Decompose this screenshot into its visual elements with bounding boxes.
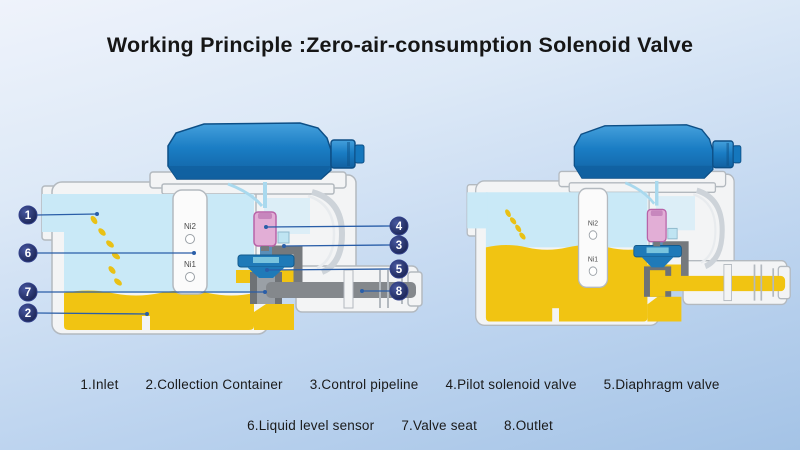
- svg-text:2: 2: [25, 308, 31, 320]
- pilot-solenoid-valve: [253, 211, 277, 251]
- callout-7-badge: [18, 282, 38, 302]
- sensor-lower-electrode: [588, 266, 598, 276]
- legend-item-inlet: 1.Inlet: [80, 377, 119, 392]
- legend-item-valve-seat: 7.Valve seat: [401, 418, 478, 433]
- coil-connector: [712, 140, 734, 169]
- callout-1-badge: [18, 205, 38, 225]
- outlet-bore: [266, 282, 416, 298]
- legend-item-diaphragm-valve: 5.Diaphragm valve: [603, 377, 720, 392]
- sensor-lower-label: Ni1: [588, 254, 598, 263]
- inlet-droplets: [505, 209, 526, 240]
- sensor-upper-label: Ni2: [588, 218, 598, 227]
- collected-liquid: [485, 245, 648, 322]
- callout-6-badge: [18, 243, 38, 263]
- callout-2-collection-container: 2: [18, 303, 149, 323]
- sensor-upper-label: Ni2: [184, 222, 197, 231]
- svg-text:3: 3: [396, 240, 402, 252]
- legend-item-outlet: 8.Outlet: [504, 418, 553, 433]
- pipeline-port: [667, 227, 678, 240]
- sensor-lower-label: Ni1: [184, 260, 197, 269]
- legend-item-collection-container: 2.Collection Container: [145, 377, 283, 392]
- callout-4-badge: [389, 216, 409, 236]
- air-space: [64, 194, 254, 293]
- legend-item-control-pipeline: 3.Control pipeline: [309, 377, 419, 392]
- liquid-channel: [647, 296, 682, 322]
- control-pipeline: [266, 245, 303, 284]
- callout-7-valve-seat: 7: [18, 282, 267, 302]
- solenoid-coil: [573, 124, 742, 179]
- legend-row-2: 6.Liquid level sensor 7.Valve seat 8.Out…: [0, 418, 800, 433]
- callout-2-badge: [18, 303, 38, 323]
- page-title: Working Principle :Zero-air-consumption …: [106, 33, 694, 57]
- svg-text:8: 8: [396, 286, 403, 298]
- callout-5-diaphragm-valve: 5: [265, 259, 409, 279]
- solenoid-coil: [167, 122, 365, 180]
- inlet-bore: [467, 192, 488, 229]
- svg-text:5: 5: [396, 264, 403, 276]
- inlet-droplets: [90, 215, 122, 286]
- sensor-lower-electrode: [185, 272, 195, 282]
- callout-8-badge: [389, 281, 409, 301]
- legend-row-1: 1.Inlet 2.Collection Container 3.Control…: [0, 377, 800, 392]
- inlet-bore: [42, 194, 66, 232]
- callout-4-pilot-solenoid-valve: 4: [264, 216, 409, 236]
- collected-liquid: [64, 290, 254, 330]
- svg-text:6: 6: [25, 248, 31, 260]
- callout-3-badge: [389, 235, 409, 255]
- svg-text:7: 7: [25, 287, 31, 299]
- callout-3-control-pipeline: 3: [282, 235, 409, 255]
- outlet-bore: [657, 275, 786, 292]
- callout-6-liquid-level-sensor: 6: [18, 243, 196, 263]
- callout-8-outlet: 8: [360, 281, 409, 301]
- callout-1-inlet: 1: [18, 205, 99, 225]
- svg-text:4: 4: [396, 221, 403, 233]
- svg-text:1: 1: [25, 210, 32, 222]
- coil-connector: [330, 139, 356, 169]
- legend-item-liquid-level-sensor: 6.Liquid level sensor: [247, 418, 375, 433]
- liquid-channel: [254, 304, 294, 330]
- sensor-upper-electrode: [185, 234, 195, 244]
- sensor-upper-electrode: [588, 230, 598, 240]
- legend-item-pilot-solenoid-valve: 4.Pilot solenoid valve: [445, 377, 577, 392]
- callout-5-badge: [389, 259, 409, 279]
- pipeline-port: [277, 231, 290, 244]
- pilot-solenoid-valve: [646, 208, 667, 247]
